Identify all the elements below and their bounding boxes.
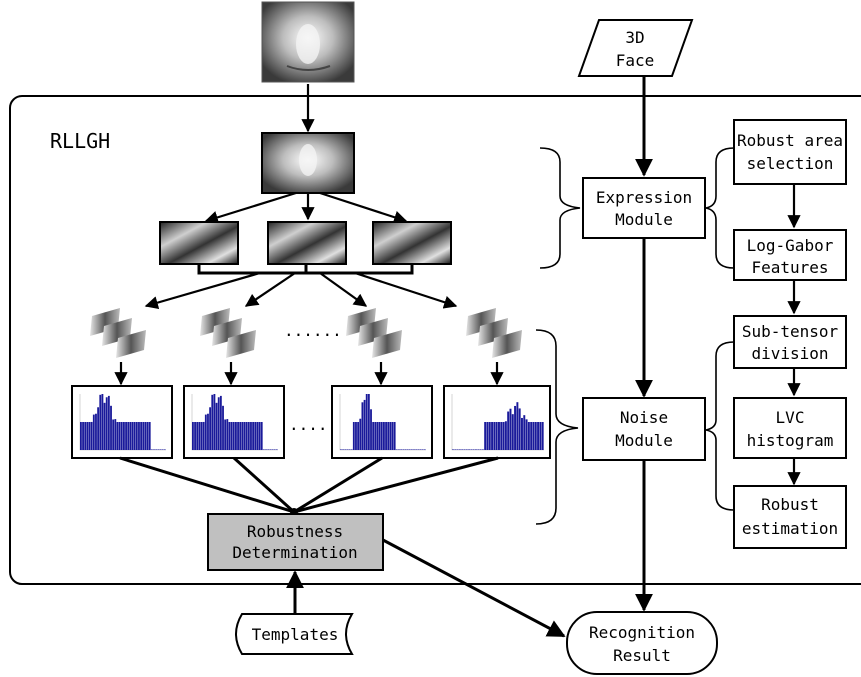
histogram-3 xyxy=(331,385,433,459)
face-image-cropped xyxy=(261,132,355,194)
log-gabor-map-3 xyxy=(372,221,452,265)
svg-text:Result: Result xyxy=(613,646,671,665)
sub-tensor-group-3 xyxy=(346,308,402,358)
svg-text:selection: selection xyxy=(747,154,834,173)
svg-text:Determination: Determination xyxy=(232,543,357,562)
templates-node: Templates xyxy=(235,613,354,655)
svg-text:Templates: Templates xyxy=(252,625,339,644)
log-gabor-features-box: Log-Gabor Features xyxy=(733,229,847,281)
lvc-histogram-box: LVC histogram xyxy=(733,397,847,459)
svg-text:Features: Features xyxy=(751,258,828,277)
svg-text:3D: 3D xyxy=(625,28,644,47)
noise-left-brace xyxy=(535,329,579,525)
log-gabor-map-1 xyxy=(159,221,239,265)
face-image-top xyxy=(261,1,355,83)
histogram-1 xyxy=(71,385,173,459)
svg-text:Module: Module xyxy=(615,210,673,229)
recognition-result-node: Recognition Result xyxy=(566,611,718,675)
svg-text:estimation: estimation xyxy=(742,519,838,538)
svg-text:Robust: Robust xyxy=(761,495,819,514)
svg-text:LVC: LVC xyxy=(776,408,805,427)
rllgh-frame xyxy=(9,95,861,585)
svg-text:Module: Module xyxy=(615,431,673,450)
input-3d-face: 3D Face xyxy=(577,19,694,77)
robustness-determination-box: Robustness Determination xyxy=(207,513,384,571)
expression-left-brace xyxy=(539,147,581,269)
histogram-2 xyxy=(183,385,285,459)
svg-text:Expression: Expression xyxy=(596,188,692,207)
svg-text:Face: Face xyxy=(616,51,655,70)
svg-text:Robust area: Robust area xyxy=(737,131,843,150)
svg-text:Robustness: Robustness xyxy=(247,522,343,541)
robust-area-selection-box: Robust area selection xyxy=(733,119,847,185)
sub-tensor-division-box: Sub-tensor division xyxy=(733,315,847,369)
patch-ellipsis: ...... xyxy=(284,321,342,340)
svg-text:Recognition: Recognition xyxy=(589,623,695,642)
robust-estimation-box: Robust estimation xyxy=(733,485,847,549)
expression-right-brace xyxy=(705,147,735,269)
expression-module-box: Expression Module xyxy=(582,177,706,239)
sub-tensor-group-2 xyxy=(200,308,256,358)
svg-text:Sub-tensor: Sub-tensor xyxy=(742,322,839,341)
svg-text:division: division xyxy=(751,344,828,363)
svg-text:histogram: histogram xyxy=(747,431,834,450)
svg-text:Log-Gabor: Log-Gabor xyxy=(747,236,834,255)
rllgh-title: RLLGH xyxy=(50,129,110,153)
svg-text:Noise: Noise xyxy=(620,408,668,427)
log-gabor-map-2 xyxy=(267,221,347,265)
histogram-4 xyxy=(443,385,551,459)
sub-tensor-group-4 xyxy=(466,308,522,358)
noise-module-box: Noise Module xyxy=(582,397,706,461)
noise-right-brace xyxy=(705,341,735,511)
sub-tensor-group-1 xyxy=(90,308,146,358)
